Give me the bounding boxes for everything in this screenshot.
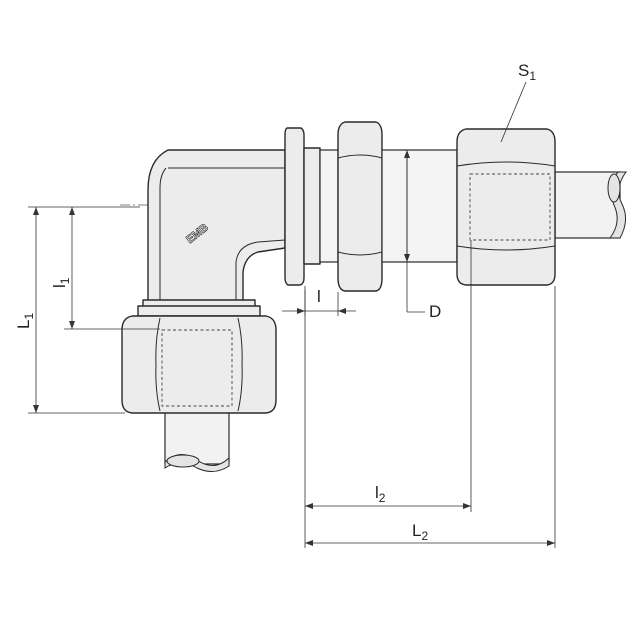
label-l: l (317, 287, 321, 306)
label-D: D (429, 302, 441, 321)
bottom-pipe (164, 411, 230, 472)
threaded-shank (319, 149, 339, 263)
dim-l1 (64, 207, 160, 330)
leader-S1 (500, 81, 527, 143)
elbow-collar (137, 299, 261, 317)
elbow-body: EMB (147, 149, 286, 303)
dim-D (404, 150, 425, 313)
bottom-hex-nut (121, 315, 277, 414)
right-hex-nut (456, 128, 556, 286)
label-L2: L2 (412, 521, 428, 543)
right-pipe (554, 171, 627, 239)
label-l1: l1 (50, 277, 72, 288)
dim-L1 (28, 206, 140, 414)
locknut-hex (337, 121, 383, 292)
label-L1: L1 (14, 313, 36, 329)
dim-l2 (304, 240, 472, 548)
label-l2: l2 (375, 483, 386, 505)
middle-body (381, 149, 458, 263)
label-S1: S1 (518, 61, 536, 83)
dim-L2 (305, 286, 556, 548)
bulkhead-flange (284, 127, 321, 286)
